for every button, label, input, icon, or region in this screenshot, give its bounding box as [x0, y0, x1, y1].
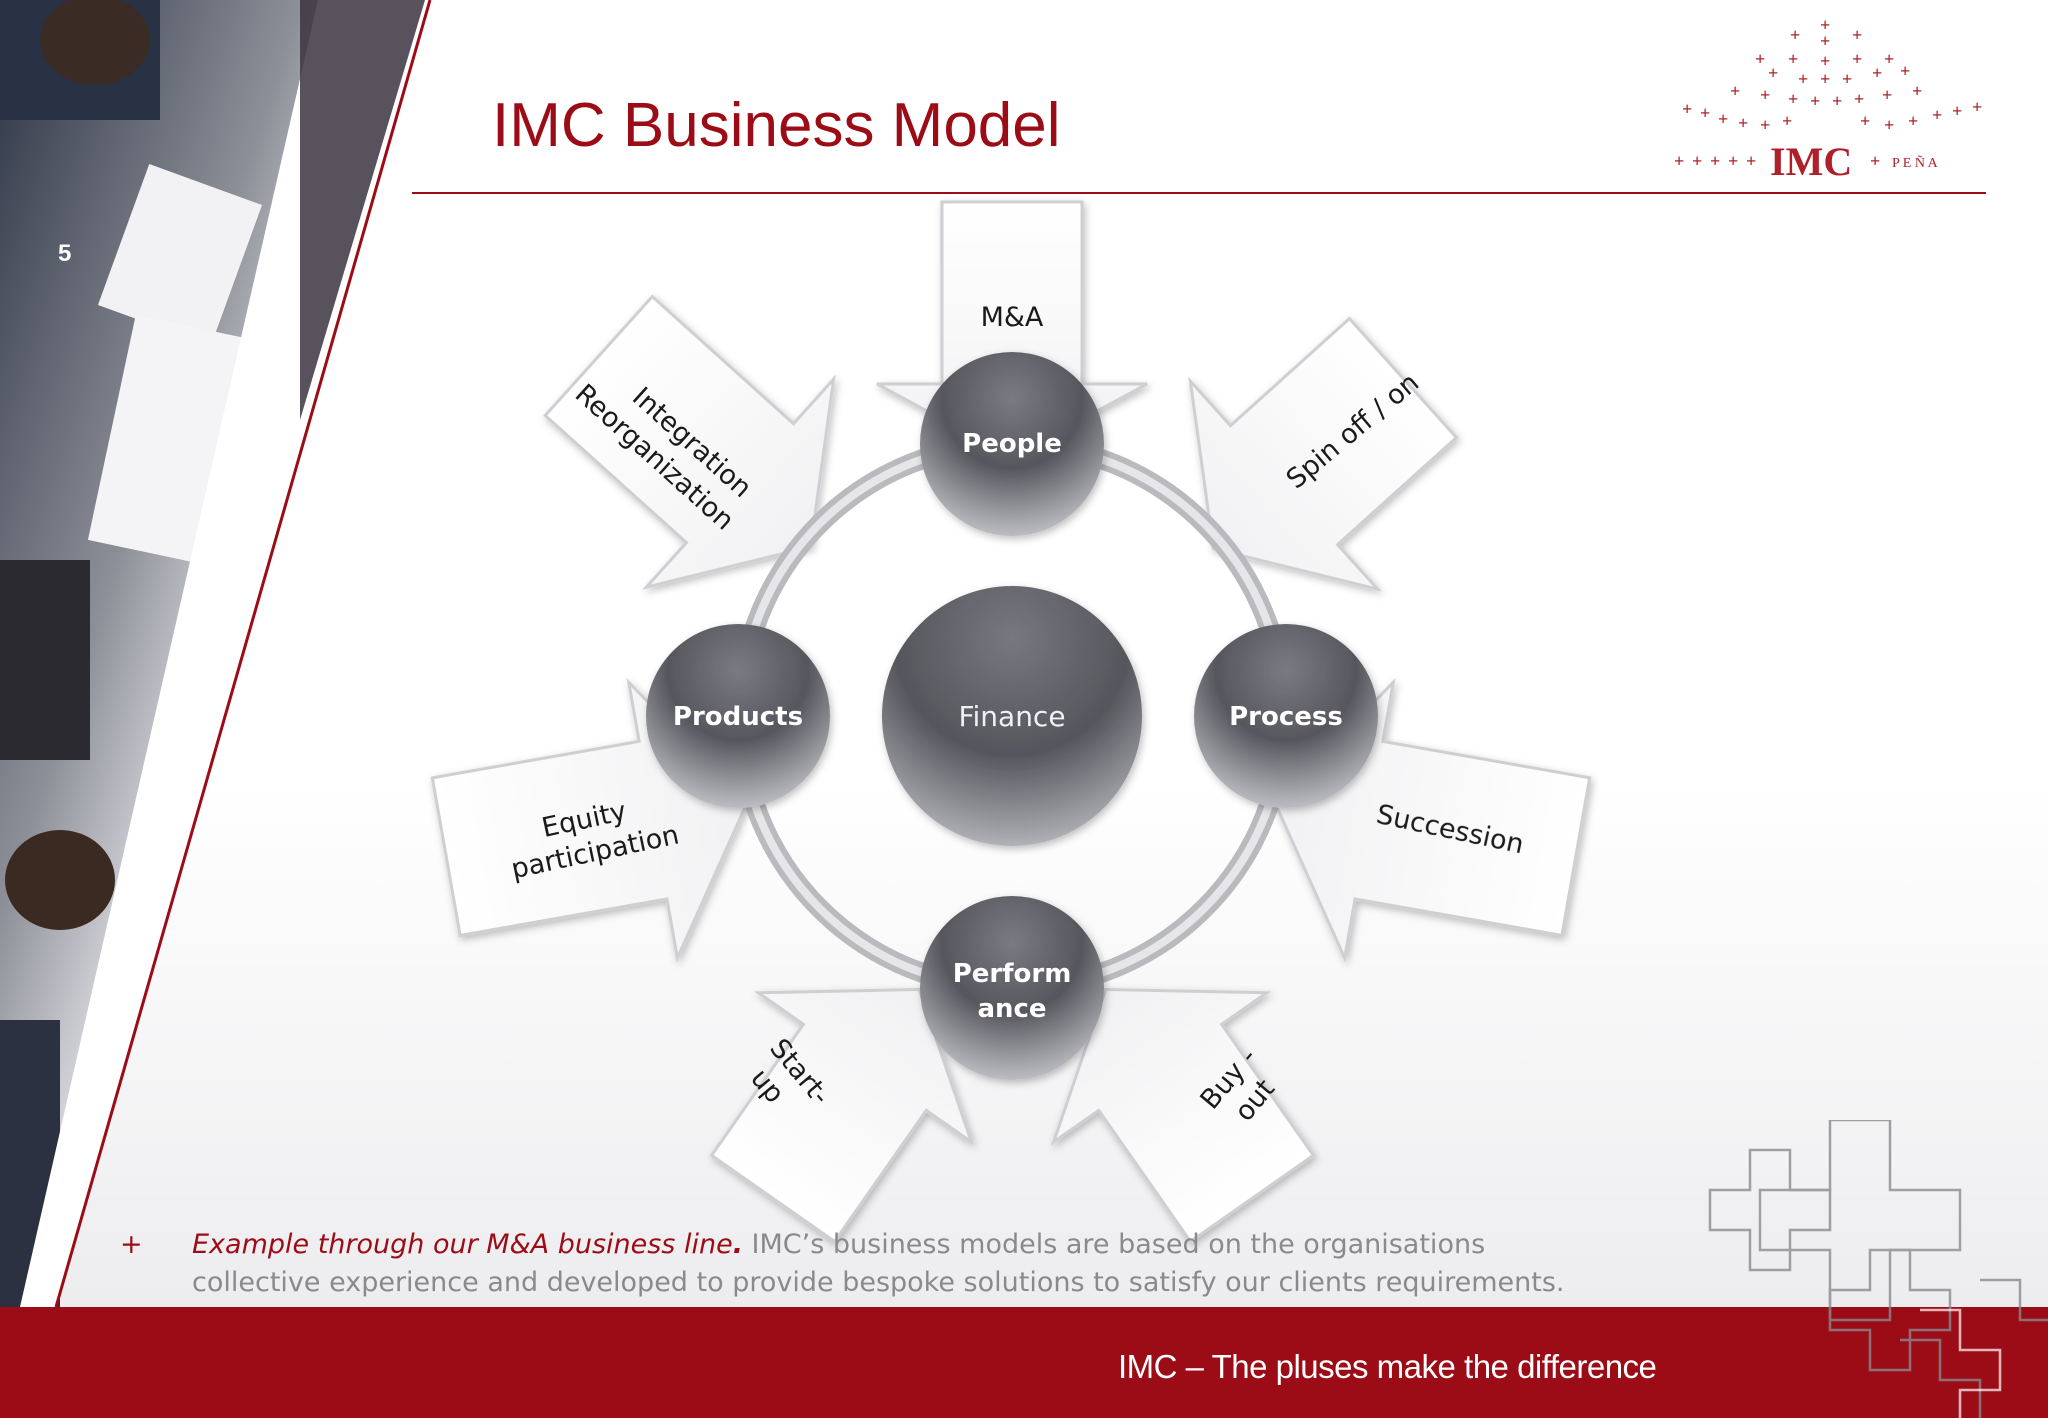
svg-text:+: +	[1782, 111, 1792, 131]
bullet-plus-icon: +	[120, 1229, 143, 1260]
svg-text:+: +	[1798, 69, 1808, 89]
svg-text:+: +	[1710, 151, 1720, 171]
arrow-bottom-left	[709, 987, 975, 1244]
products-sphere	[646, 624, 830, 808]
svg-text:+: +	[1860, 111, 1870, 131]
svg-text:+: +	[1768, 63, 1778, 83]
arrow-top-left	[543, 294, 836, 590]
svg-text:+: +	[1872, 63, 1882, 83]
svg-text:+: +	[1908, 111, 1918, 131]
svg-text:+: +	[1718, 109, 1728, 129]
center-label: Finance	[958, 700, 1065, 733]
footer-note-lead: Example through our M&A business line	[192, 1229, 733, 1260]
svg-text:+: +	[1884, 49, 1894, 69]
arrow-top-right	[1188, 316, 1459, 592]
svg-text:+: +	[1912, 81, 1922, 101]
svg-text:+: +	[1900, 61, 1910, 81]
people-sphere	[920, 352, 1104, 536]
svg-text:+: +	[1852, 25, 1862, 45]
svg-text:+: +	[1952, 101, 1962, 121]
node-label-performance-line2: ance	[977, 994, 1046, 1024]
performance-sphere	[920, 896, 1104, 1080]
footer-note-body: IMC’s business models are based on the o…	[192, 1229, 1565, 1298]
svg-text:+: +	[1730, 81, 1740, 101]
svg-text:+: +	[1820, 31, 1830, 51]
svg-text:+: +	[1674, 151, 1684, 171]
node-label-products: Products	[673, 702, 803, 732]
svg-text:+: +	[1882, 85, 1892, 105]
svg-text:+: +	[1760, 115, 1770, 135]
logo-brand: IMC	[1770, 139, 1852, 184]
meeting-photo	[0, 0, 432, 1308]
decorative-crosses-icon	[1708, 1120, 2048, 1418]
svg-text:+: +	[1755, 49, 1765, 69]
svg-text:+: +	[1972, 97, 1982, 117]
arrow-bottom-right	[1050, 987, 1316, 1244]
svg-text:+: +	[1842, 69, 1852, 89]
page-number: 5	[58, 240, 72, 267]
svg-text:+: +	[1746, 151, 1756, 171]
footer-bar	[0, 1307, 2048, 1418]
page-title: IMC Business Model	[492, 91, 1061, 160]
svg-text:+: +	[1932, 105, 1942, 125]
node-label-process: Process	[1229, 702, 1343, 732]
svg-text:+: +	[1788, 49, 1798, 69]
svg-text:+: +	[1760, 85, 1770, 105]
svg-text:+: +	[1820, 15, 1830, 35]
svg-text:+: +	[1788, 89, 1798, 109]
process-sphere	[1194, 624, 1378, 808]
title-divider	[412, 192, 1986, 194]
node-label-people: People	[962, 429, 1062, 459]
finance-sphere	[882, 586, 1142, 846]
footer-tagline: IMC – The pluses make the difference	[1118, 1348, 1657, 1385]
logo-suffix: P E Ñ A	[1892, 155, 1939, 171]
svg-text:+: +	[1700, 103, 1710, 123]
svg-text:+: +	[1852, 49, 1862, 69]
svg-text:+: +	[1738, 113, 1748, 133]
svg-text:+: +	[1790, 25, 1800, 45]
svg-text:+: +	[1854, 89, 1864, 109]
svg-text:+: +	[1810, 91, 1820, 111]
svg-text:+: +	[1832, 91, 1842, 111]
node-label-performance-line1: Perform	[953, 959, 1072, 989]
svg-text:+: +	[1682, 99, 1692, 119]
imc-logo: + +++ +++++ ++++++ ++++++++ ++++++++++++…	[1674, 15, 1982, 184]
svg-text:+: +	[1692, 151, 1702, 171]
svg-text:+: +	[1870, 151, 1880, 171]
svg-text:+: +	[1884, 115, 1894, 135]
svg-text:+: +	[1820, 51, 1830, 71]
footer-note-text: Example through our M&A business line. I…	[192, 1226, 1612, 1302]
svg-text:+: +	[1820, 69, 1830, 89]
arrow-label-ma: M&A	[981, 302, 1044, 333]
svg-text:+: +	[1728, 151, 1738, 171]
footer-note-lead-punct: .	[732, 1229, 743, 1260]
